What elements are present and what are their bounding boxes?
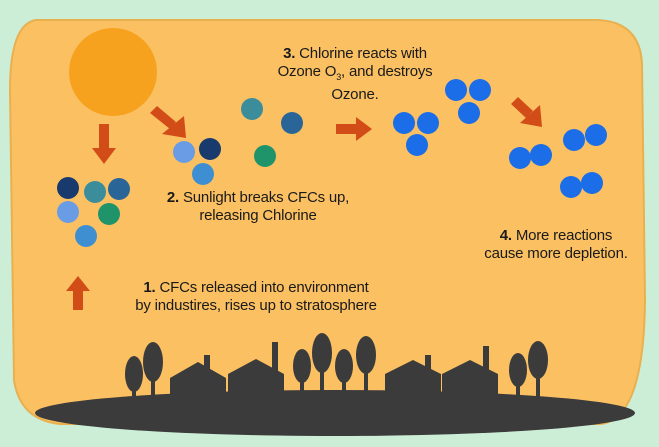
sun-icon <box>69 28 157 116</box>
tree-icon <box>125 356 143 402</box>
step-3-line1: Chlorine reacts with <box>299 45 427 62</box>
chlorine-atom <box>254 145 276 167</box>
ozone-subscript: 3 <box>336 72 342 82</box>
arrow-ozone-to-more-reactions <box>511 97 542 127</box>
split-oxygen-molecule <box>560 172 603 198</box>
step-4-number: 4. <box>499 227 512 244</box>
cfc-atom <box>108 178 130 200</box>
tree-icon <box>293 349 311 402</box>
cfc-atom <box>57 177 79 199</box>
split-oxygen-molecule <box>509 144 552 169</box>
ozone-molecule <box>393 112 439 156</box>
split-oxygen-molecule <box>563 124 607 151</box>
cfc-atom <box>192 163 214 185</box>
cfc-atom <box>98 203 120 225</box>
ground <box>35 390 635 436</box>
step-3-number: 3. <box>283 45 296 62</box>
step-2-line2: releasing Chlorine <box>199 207 317 224</box>
released-chlorine-atoms <box>241 98 303 167</box>
arrow-chlorine-to-ozone <box>336 117 372 141</box>
chlorine-atom <box>281 112 303 134</box>
tree-icon <box>143 342 163 402</box>
cfc-atom <box>173 141 195 163</box>
arrow-cfcs-rising <box>66 276 90 310</box>
step-1-label: 1. CFCs released into environment by ind… <box>96 279 416 315</box>
arrow-sun-to-cfcs <box>92 124 116 164</box>
ozone-molecule <box>445 79 491 124</box>
step-3-label: 3. Chlorine reacts with Ozone O3, and de… <box>250 45 460 104</box>
cfc-atom <box>57 201 79 223</box>
broken-cfc-atoms <box>173 138 221 185</box>
cfc-atom <box>84 181 106 203</box>
step-1-line1: CFCs released into environment <box>159 279 369 296</box>
tree-icon <box>335 349 353 402</box>
step-3-line2-start: Ozone O <box>277 63 337 80</box>
step-4-label: 4. More reactions cause more depletion. <box>466 227 646 263</box>
factory-icon <box>170 355 226 402</box>
cfc-molecule-cluster <box>57 177 130 247</box>
step-2-number: 2. <box>166 189 180 206</box>
factory-icon <box>442 346 498 402</box>
step-4-line2: cause more depletion. <box>484 245 628 262</box>
arrow-sun-to-breakup <box>150 106 186 138</box>
step-4-line1: More reactions <box>515 227 613 244</box>
step-1-number: 1. <box>143 279 156 296</box>
tree-icon <box>528 341 548 402</box>
cfc-atom <box>75 225 97 247</box>
cfc-atom <box>199 138 221 160</box>
tree-icon <box>312 333 332 402</box>
step-1-line2: by industires, rises up to stratosphere <box>135 297 377 314</box>
step-2-label: 2. Sunlight breaks CFCs up, releasing Ch… <box>148 189 368 225</box>
tree-icon <box>356 336 376 402</box>
step-2-line1: Sunlight breaks CFCs up, <box>182 189 350 206</box>
chlorine-atom <box>241 98 263 120</box>
step-3-line2-end: , and destroys <box>341 63 433 80</box>
tree-icon <box>509 353 527 402</box>
step-3-line3: Ozone. <box>331 86 379 103</box>
